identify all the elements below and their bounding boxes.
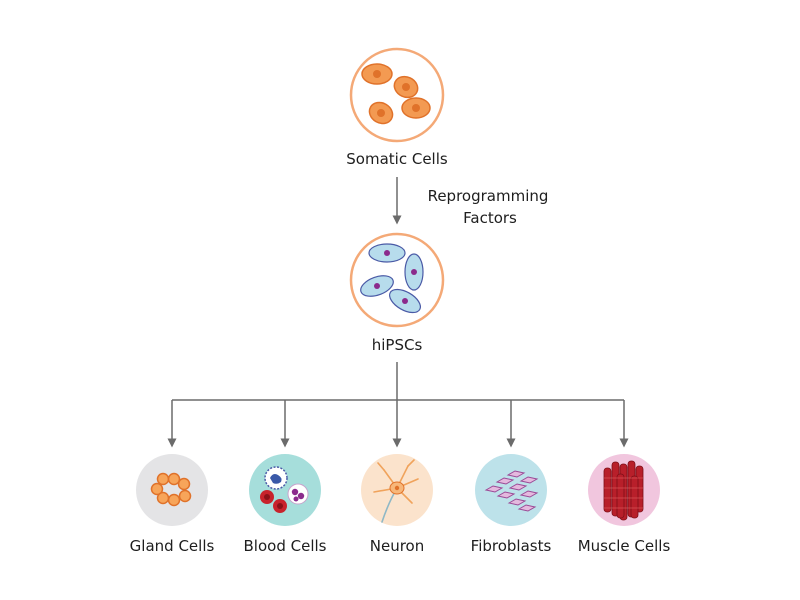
- fibroblasts-icon: [484, 470, 539, 512]
- gland-cells-label: Gland Cells: [130, 537, 215, 555]
- output-gland-cells: Gland Cells: [130, 454, 215, 555]
- somatic-ring: [349, 47, 445, 143]
- output-muscle-cells: Muscle Cells: [578, 454, 671, 555]
- somatic-cells-label: Somatic Cells: [346, 150, 448, 168]
- muscle-cells-icon: [603, 460, 644, 521]
- fibroblasts-label: Fibroblasts: [471, 537, 552, 555]
- output-fibroblasts: Fibroblasts: [471, 454, 552, 555]
- blood-cells-icon: [260, 466, 309, 513]
- gland-bg: [136, 454, 208, 526]
- branch-connectors: [167, 362, 629, 448]
- muscle-cells-label: Muscle Cells: [578, 537, 671, 555]
- blood-bg: [249, 454, 321, 526]
- hipsc-cells-icon: [360, 243, 424, 314]
- hipsc-node: hiPSCs: [349, 232, 445, 354]
- process-label-line1: Reprogramming: [428, 187, 549, 205]
- neuron-icon: [373, 459, 419, 523]
- blood-cells-label: Blood Cells: [244, 537, 327, 555]
- neuron-label: Neuron: [370, 537, 424, 555]
- output-neuron: Neuron: [361, 454, 433, 555]
- output-blood-cells: Blood Cells: [244, 454, 327, 555]
- gland-cells-icon: [150, 472, 192, 507]
- hipsc-label: hiPSCs: [372, 336, 423, 354]
- somatic-cells-node: Somatic Cells: [346, 47, 448, 168]
- muscle-striations: [604, 477, 643, 509]
- somatic-cells-icon: [361, 63, 431, 125]
- process-label-line2: Factors: [463, 209, 517, 227]
